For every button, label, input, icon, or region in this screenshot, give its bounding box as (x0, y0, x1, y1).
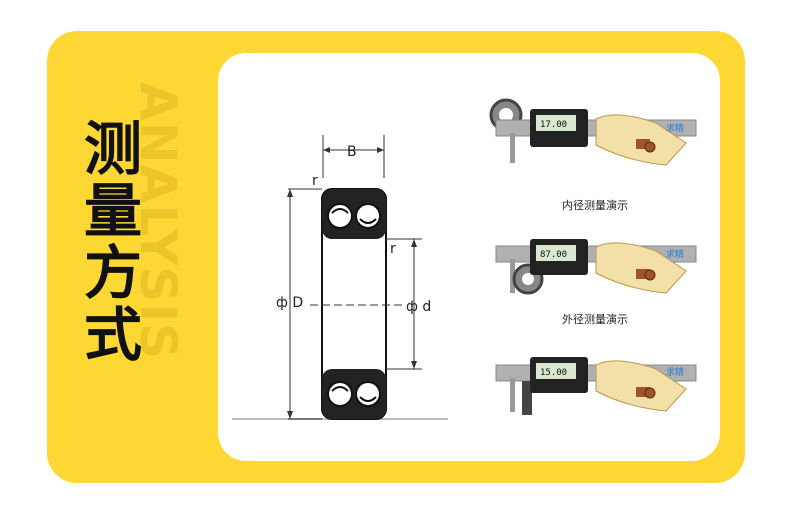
brand-tag: 求精 (666, 248, 684, 260)
label-b: B (347, 144, 357, 160)
caption-outer: 外径测量演示 (562, 313, 628, 326)
analysis-watermark: ANALYSIS (129, 82, 187, 361)
label-d-outer: ф D (276, 295, 303, 311)
label-d-inner: ф d (406, 299, 431, 315)
caliper-readout: 15.00 (540, 368, 567, 378)
brand-tag: 求精 (666, 122, 684, 134)
measure-photo-outer: 87.00 求精 (495, 239, 697, 295)
caption-inner: 内径测量演示 (562, 199, 628, 212)
content-card: B r ф D r ф d (218, 53, 720, 461)
measure-photo-width: 15.00 求精 (495, 357, 697, 415)
brand-tag: 求精 (666, 366, 684, 378)
caliper-readout: 87.00 (540, 250, 567, 260)
bearing-diagram: B r ф D r ф d (232, 135, 448, 420)
caliper-readout: 17.00 (540, 120, 567, 130)
page-title: 测量方式 (74, 118, 142, 366)
measure-photo-inner: 17.00 求精 (489, 98, 697, 166)
label-r-top: r (312, 173, 318, 189)
label-r-side: r (390, 241, 396, 257)
